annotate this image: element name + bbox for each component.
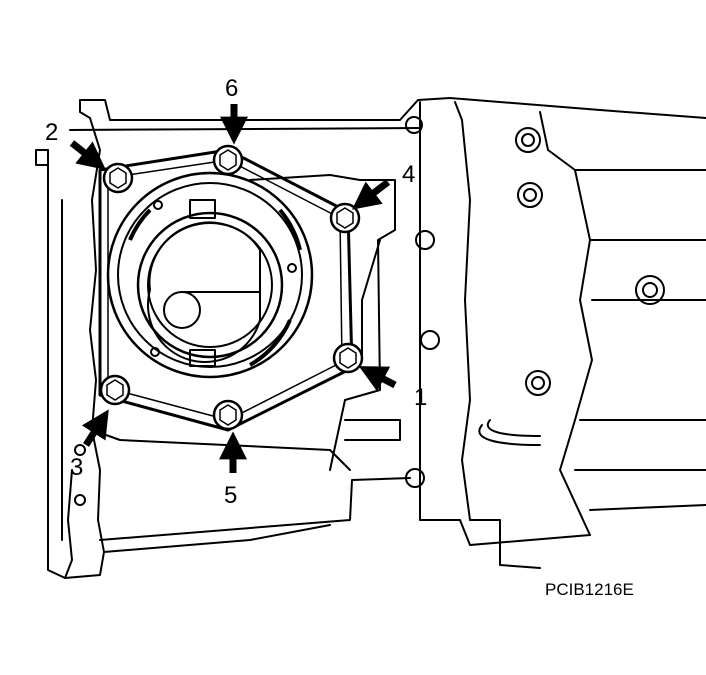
bolt-1 bbox=[332, 342, 364, 374]
bolt-2 bbox=[102, 162, 134, 194]
arrow-1 bbox=[358, 366, 397, 392]
callout-labels: 1 2 3 4 5 6 bbox=[45, 75, 427, 509]
callout-label-6: 6 bbox=[225, 75, 238, 102]
callout-label-5: 5 bbox=[224, 482, 237, 509]
callout-label-4: 4 bbox=[402, 161, 415, 188]
callout-label-1: 1 bbox=[414, 384, 427, 411]
callout-label-2: 2 bbox=[45, 119, 58, 146]
extension-cover-plate bbox=[98, 148, 354, 432]
callout-label-3: 3 bbox=[70, 454, 83, 481]
housing-bolts bbox=[74, 116, 665, 506]
figure-code: PCIB1216E bbox=[545, 580, 634, 599]
bolt-5 bbox=[212, 399, 244, 431]
cover-bolts bbox=[99, 144, 364, 431]
transmission-housing bbox=[35, 97, 706, 579]
arrow-3 bbox=[81, 409, 109, 447]
bolt-4 bbox=[329, 202, 361, 234]
arrow-2 bbox=[69, 140, 106, 170]
bolt-3 bbox=[99, 374, 131, 406]
callout-arrows bbox=[69, 104, 397, 473]
bolt-6 bbox=[212, 144, 244, 176]
arrow-4 bbox=[352, 179, 391, 210]
